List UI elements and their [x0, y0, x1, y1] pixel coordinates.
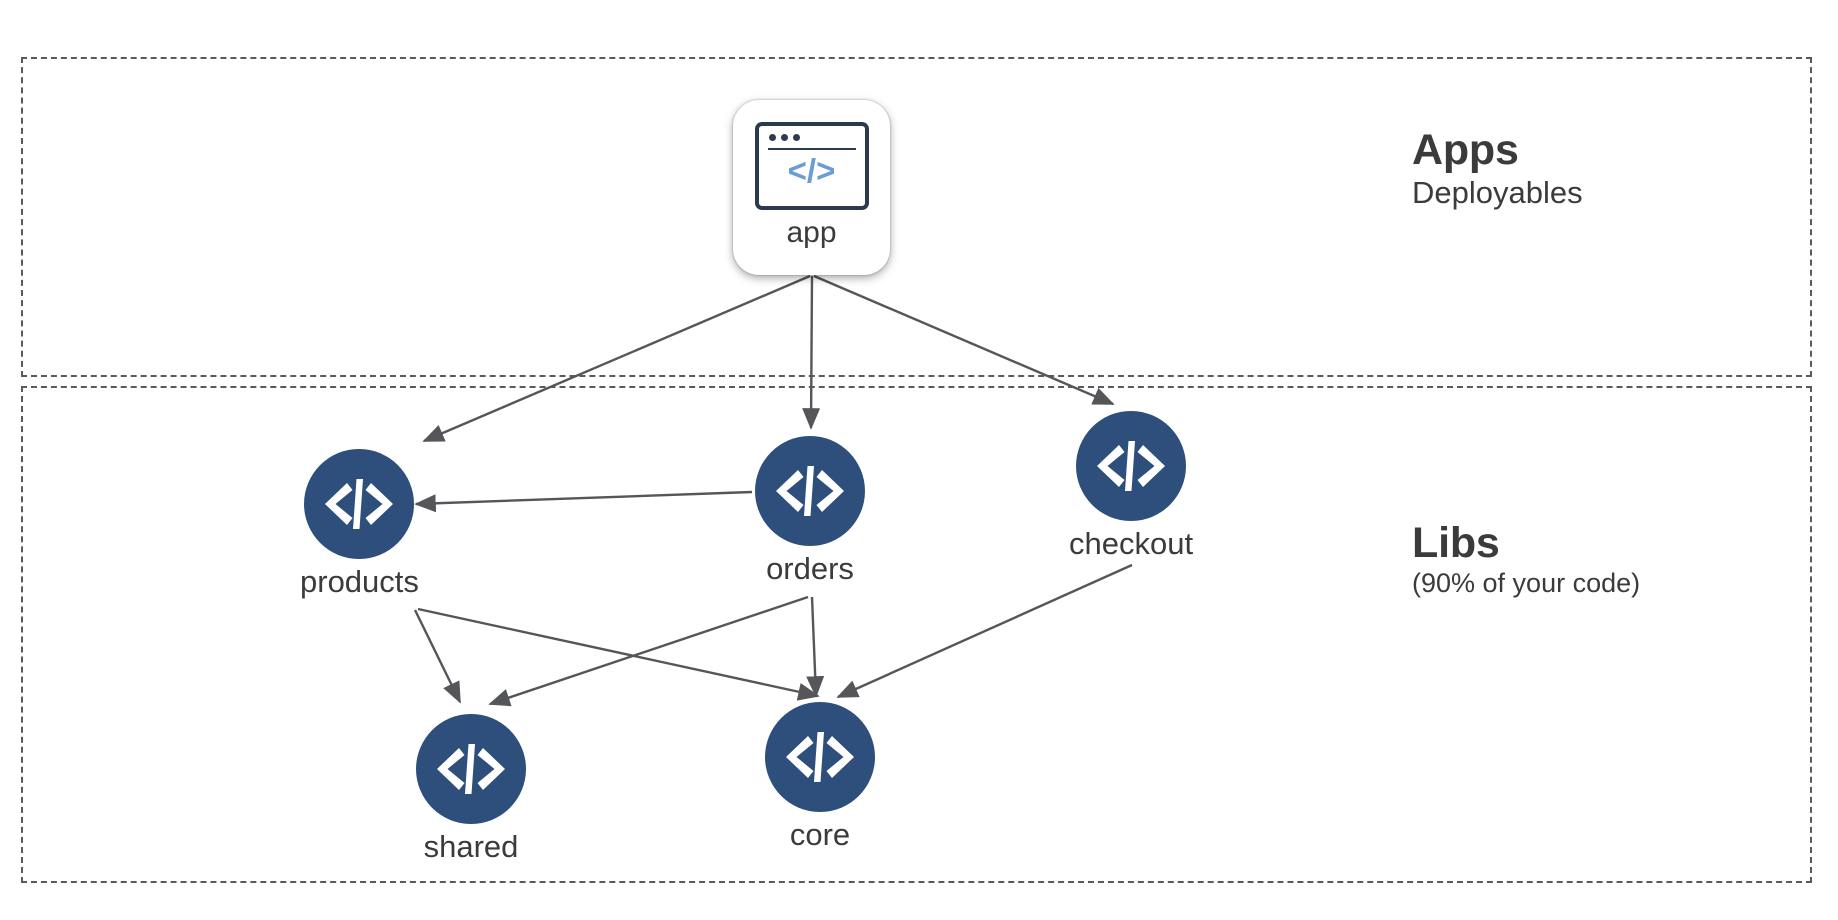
node-shared-label: shared — [423, 829, 519, 864]
zone-libs-title: Libs — [1412, 519, 1500, 567]
node-app-label: app — [786, 216, 837, 249]
node-products-label: products — [300, 564, 419, 599]
code-brackets-icon — [1076, 411, 1187, 521]
node-shared[interactable]: shared — [416, 714, 526, 864]
zone-apps-subtitle: Deployables — [1412, 174, 1583, 210]
code-brackets-icon — [416, 714, 526, 824]
zone-apps-caption: Apps Deployables — [1412, 126, 1583, 212]
browser-dots-icon — [768, 134, 800, 141]
zone-libs — [21, 386, 1812, 883]
node-core-label: core — [789, 817, 851, 852]
node-orders[interactable]: orders — [755, 436, 865, 586]
code-brackets-icon — [765, 702, 875, 812]
browser-divider — [767, 148, 856, 150]
code-brackets-icon — [755, 436, 865, 546]
zone-libs-subtitle: (90% of your code) — [1412, 567, 1641, 598]
code-brackets-glyph: </> — [787, 152, 836, 189]
node-checkout[interactable]: checkout — [1069, 411, 1193, 561]
browser-code-icon: </> — [754, 122, 869, 210]
node-core[interactable]: core — [765, 702, 875, 852]
node-app[interactable]: </> app — [733, 100, 890, 275]
zone-apps-title: Apps — [1412, 126, 1519, 174]
node-products[interactable]: products — [300, 449, 419, 599]
zone-libs-caption: Libs (90% of your code) — [1412, 519, 1641, 600]
node-checkout-label: checkout — [1069, 526, 1194, 561]
node-orders-label: orders — [766, 551, 854, 586]
code-brackets-icon — [304, 449, 415, 559]
zone-apps — [21, 57, 1812, 377]
